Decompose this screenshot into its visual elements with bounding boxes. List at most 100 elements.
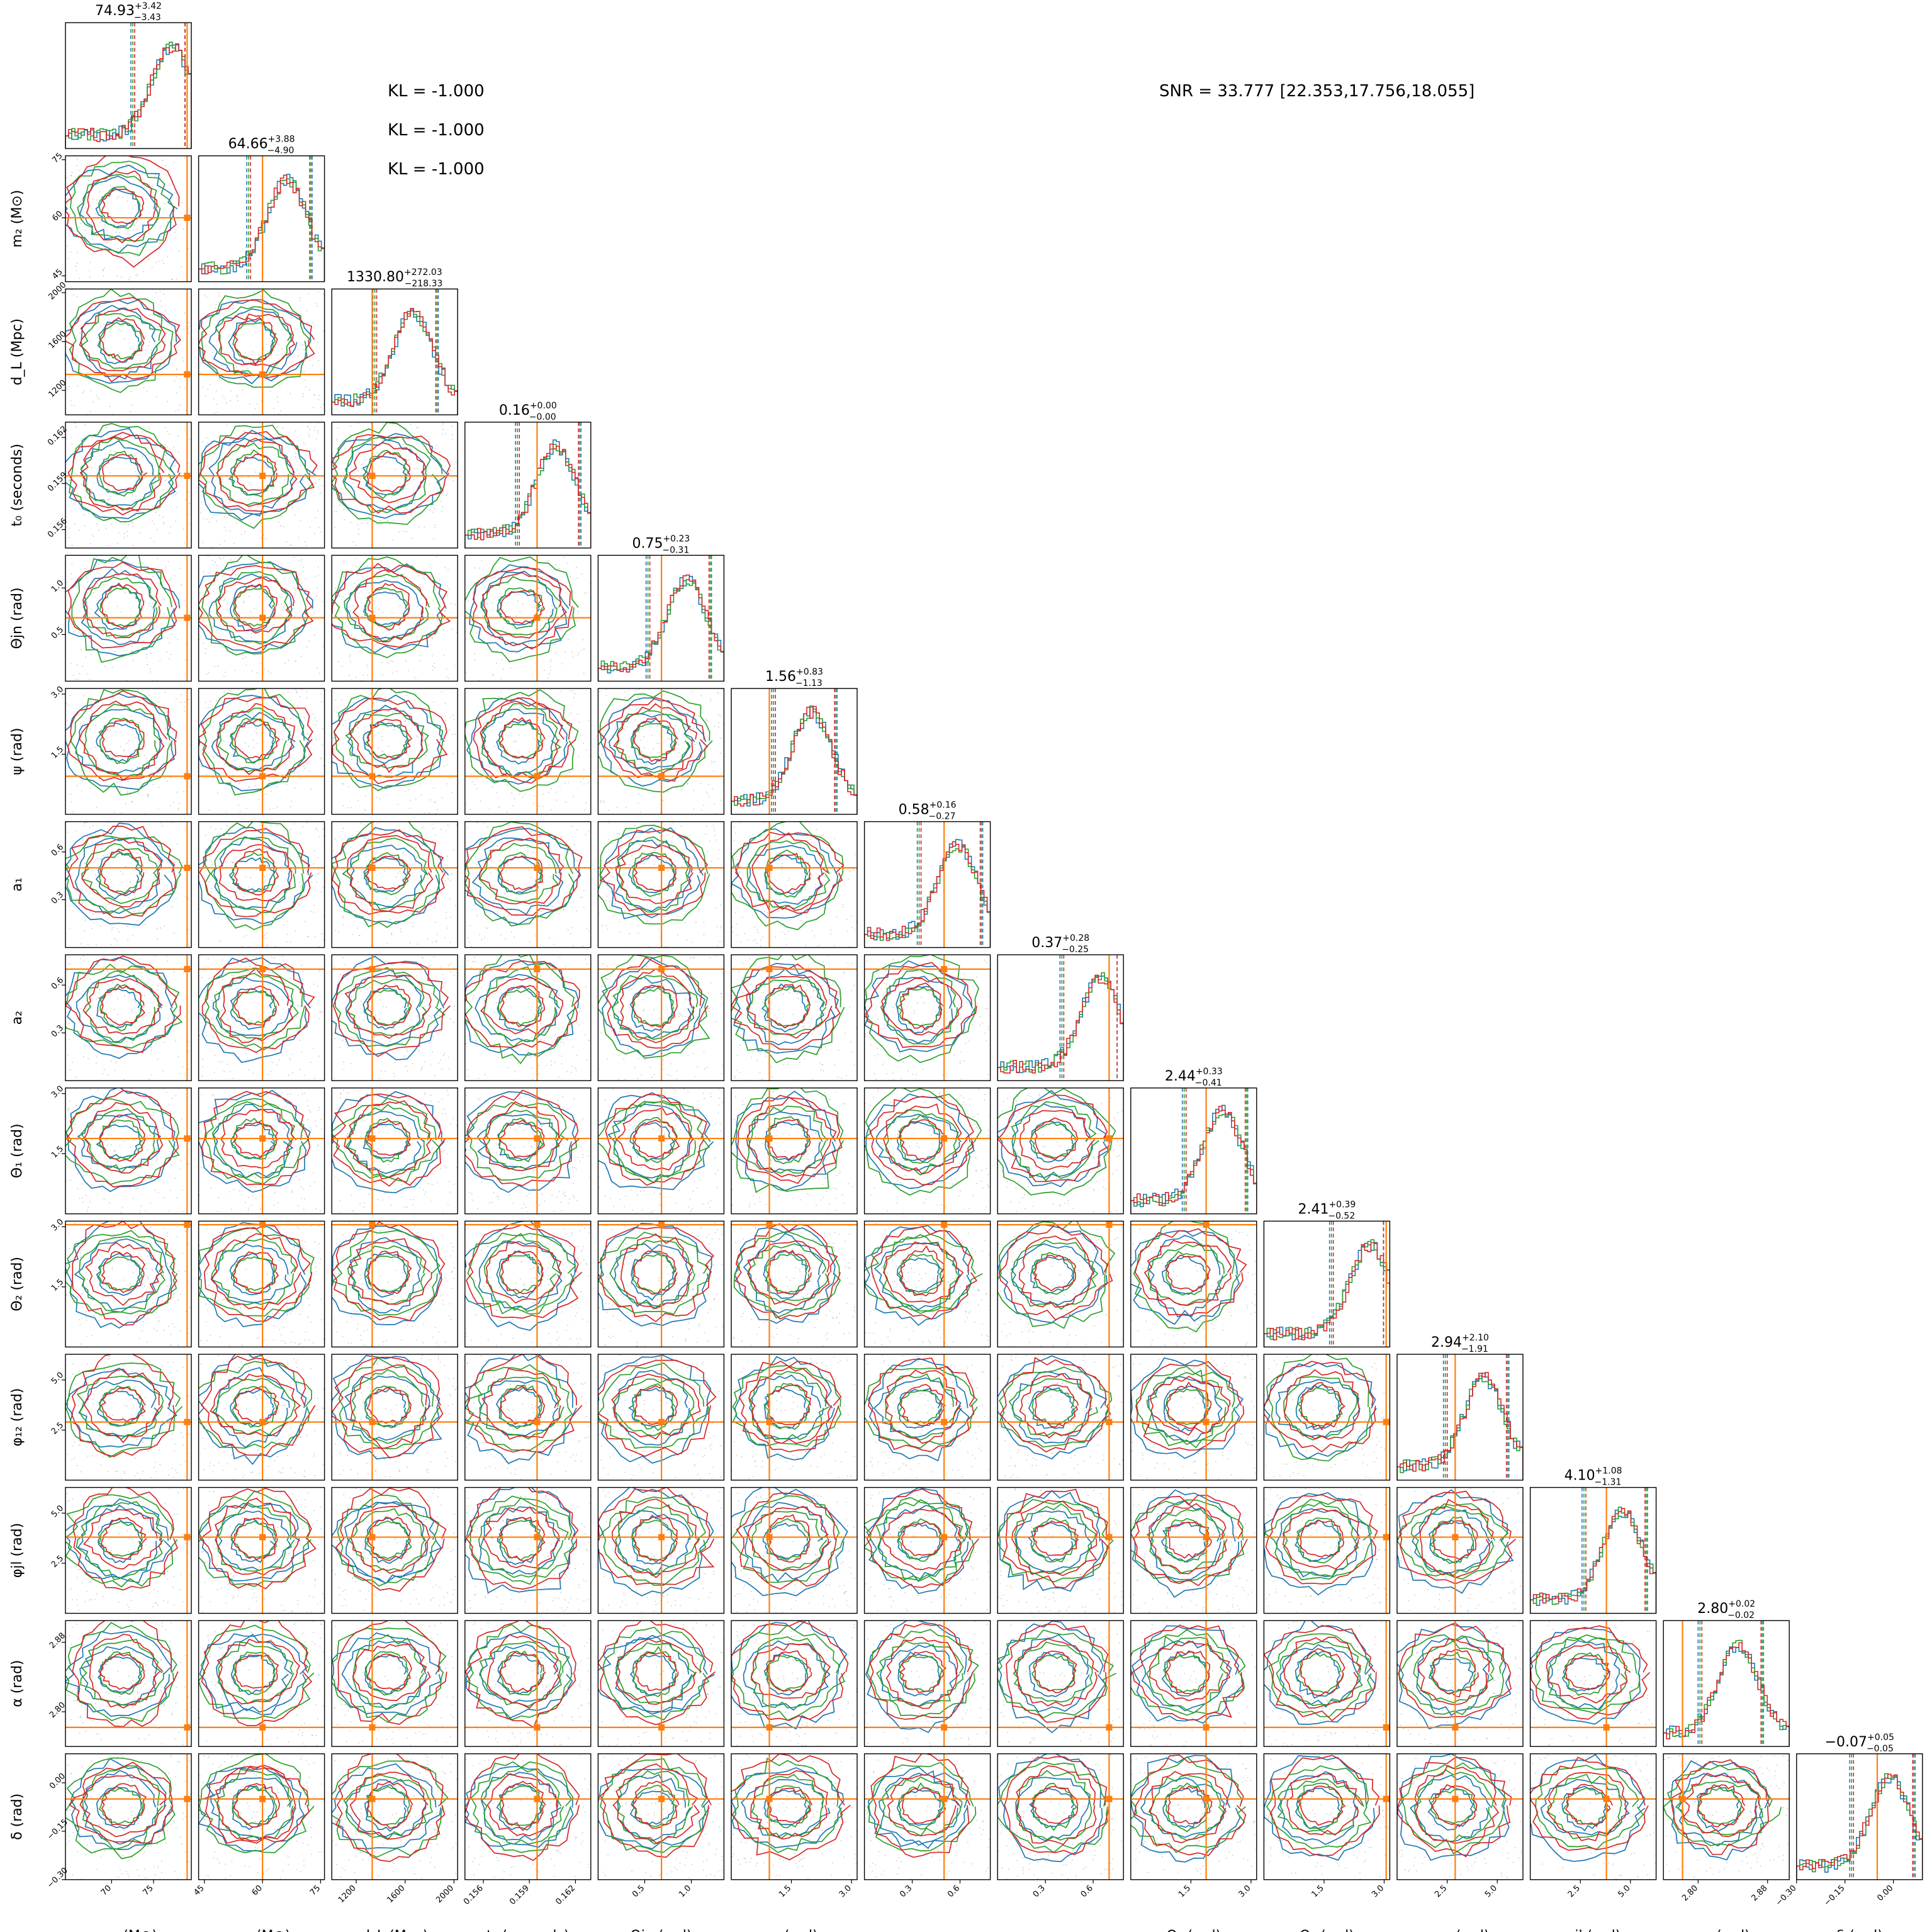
sample-point [126, 531, 128, 532]
sample-point [690, 957, 692, 959]
sample-point [675, 731, 677, 733]
sample-point [122, 452, 124, 454]
sample-point [697, 1066, 699, 1067]
sample-point [166, 446, 168, 448]
sample-point [357, 727, 359, 729]
sample-point [245, 876, 247, 877]
sample-point [129, 1187, 131, 1189]
sample-point [812, 1079, 814, 1081]
sample-point [289, 544, 291, 546]
sample-point [347, 899, 348, 901]
sample-point [159, 515, 160, 516]
contour-2-1 [216, 437, 298, 507]
sample-point [410, 424, 412, 425]
sample-point [252, 1195, 254, 1197]
sample-point [703, 1052, 705, 1053]
sample-point [564, 1196, 566, 1198]
sample-point [442, 797, 443, 799]
title-median: 74.93 [95, 3, 135, 19]
sample-point [528, 869, 530, 871]
sample-point [128, 429, 129, 430]
sample-point [256, 916, 258, 918]
sample-point [284, 663, 286, 664]
sample-point [81, 769, 82, 771]
sample-point [580, 870, 581, 872]
sample-point [391, 593, 393, 595]
sample-point [742, 977, 743, 979]
sample-point [91, 493, 93, 495]
title-minus: −0.27 [929, 812, 956, 822]
sample-point [653, 863, 655, 865]
sample-point [110, 405, 111, 407]
injection-marker [369, 614, 376, 621]
sample-point [264, 880, 266, 882]
sample-point [249, 403, 250, 405]
sample-point [153, 740, 155, 742]
sample-point [441, 1031, 442, 1033]
sample-point [307, 427, 309, 429]
sample-point [313, 407, 314, 408]
sample-point [231, 1016, 233, 1018]
sample-point [208, 481, 210, 483]
sample-point [94, 304, 96, 306]
sample-point [540, 975, 542, 977]
sample-point [70, 794, 72, 795]
sample-point [168, 1120, 170, 1121]
sample-point [146, 390, 148, 392]
sample-point [315, 438, 317, 440]
sample-point [270, 1022, 272, 1024]
sample-point [410, 1182, 412, 1184]
sample-point [564, 782, 566, 784]
sample-point [264, 1159, 266, 1160]
sample-point [103, 626, 104, 627]
sample-point [222, 395, 223, 396]
sample-point [467, 960, 468, 962]
sample-point [79, 673, 81, 675]
sample-point [339, 1211, 341, 1213]
sample-point [429, 509, 430, 511]
sample-point [345, 1135, 347, 1137]
contour-panel-m2-dL [198, 288, 325, 415]
sample-point [687, 712, 688, 714]
sample-point [718, 726, 719, 728]
sample-point [285, 1106, 287, 1108]
sample-point [454, 1009, 456, 1011]
sample-point [129, 880, 131, 882]
sample-point [176, 278, 177, 280]
sample-point [160, 300, 162, 301]
sample-point [605, 899, 607, 901]
sample-point [318, 873, 320, 875]
sample-point [537, 1064, 539, 1066]
sample-point [744, 933, 746, 935]
sample-point [179, 386, 181, 388]
sample-point [179, 405, 181, 406]
sample-point [573, 697, 575, 699]
sample-point [229, 717, 231, 719]
sample-point [452, 476, 454, 478]
sample-point [720, 904, 722, 906]
sample-point [98, 702, 100, 704]
sample-point [387, 710, 389, 712]
sample-point [104, 311, 106, 313]
sample-point [441, 691, 443, 693]
sample-point [306, 857, 308, 859]
sample-point [120, 612, 122, 613]
sample-point [424, 1194, 425, 1195]
contour-1-2 [205, 967, 305, 1051]
sample-point [381, 1070, 382, 1072]
injection-marker [184, 865, 191, 872]
sample-point [69, 527, 70, 529]
sample-point [407, 1050, 408, 1052]
sample-point [447, 1204, 449, 1206]
sample-point [675, 725, 677, 727]
sample-point [770, 1066, 772, 1067]
sample-point [269, 316, 271, 318]
sample-point [534, 1055, 536, 1057]
sample-point [634, 825, 636, 827]
sample-point [150, 1047, 152, 1048]
sample-point [546, 572, 548, 574]
sample-point [91, 156, 93, 157]
sample-point [311, 882, 313, 884]
sample-point [127, 780, 129, 782]
sample-point [706, 1067, 708, 1069]
